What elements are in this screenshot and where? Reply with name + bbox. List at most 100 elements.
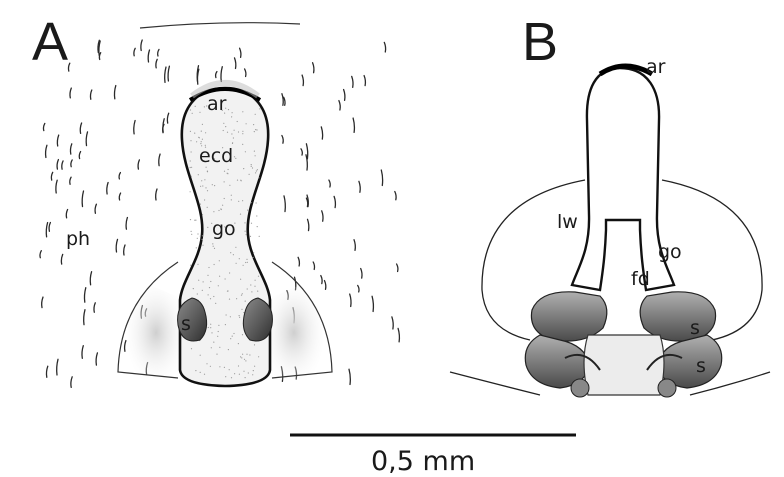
stipple-dot xyxy=(250,284,251,285)
left-base-curve xyxy=(450,372,540,395)
stipple-dot xyxy=(195,106,196,107)
stipple-dot xyxy=(197,264,198,265)
stipple-dot xyxy=(211,347,212,348)
stipple-dot xyxy=(199,112,200,113)
stipple-dot xyxy=(208,267,209,268)
seta xyxy=(51,172,52,180)
stipple-dot xyxy=(239,315,240,316)
seta xyxy=(138,160,139,169)
seta xyxy=(163,124,164,132)
seta xyxy=(40,251,41,258)
stipple-dot xyxy=(228,169,229,170)
stipple-dot xyxy=(257,169,258,170)
stipple-dot xyxy=(251,166,252,167)
seta xyxy=(71,377,72,388)
stipple-dot xyxy=(235,247,236,248)
stipple-dot xyxy=(197,238,198,239)
stipple-dot xyxy=(219,276,220,277)
stipple-dot xyxy=(191,234,192,235)
stipple-dot xyxy=(191,176,192,177)
seta xyxy=(57,160,58,170)
stipple-dot xyxy=(248,372,249,373)
seta xyxy=(306,198,307,207)
stipple-dot xyxy=(213,246,214,247)
seta xyxy=(43,123,44,130)
left-upper-spermatheca-b xyxy=(531,292,606,341)
stipple-dot xyxy=(233,333,234,334)
stipple-dot xyxy=(197,293,198,294)
stipple-dot xyxy=(214,185,215,186)
seta xyxy=(158,49,159,56)
stipple-dot xyxy=(258,276,259,277)
stipple-dot xyxy=(202,235,203,236)
stipple-dot xyxy=(224,181,225,182)
stipple-dot xyxy=(198,280,199,281)
stipple-dot xyxy=(213,342,214,343)
stipple-dot xyxy=(194,220,195,221)
stipple-dot xyxy=(213,211,214,212)
stipple-dot xyxy=(222,205,223,206)
stipple-dot xyxy=(205,132,206,133)
stipple-dot xyxy=(230,316,231,317)
seta xyxy=(372,296,373,311)
stipple-dot xyxy=(214,248,215,249)
seta xyxy=(349,369,350,384)
stipple-dot xyxy=(241,309,242,310)
stipple-dot xyxy=(191,167,192,168)
stipple-dot xyxy=(252,374,253,375)
right-lateral-shade xyxy=(265,285,323,380)
stipple-dot xyxy=(207,207,208,208)
seta xyxy=(282,94,283,106)
stipple-dot xyxy=(207,171,208,172)
stipple-dot xyxy=(238,365,239,366)
stipple-dot xyxy=(218,331,219,332)
stipple-dot xyxy=(210,281,211,282)
seta xyxy=(62,161,63,169)
stipple-dot xyxy=(245,377,246,378)
seta xyxy=(71,160,72,167)
stipple-dot xyxy=(255,155,256,156)
seta xyxy=(90,272,91,285)
seta xyxy=(126,218,127,230)
label-b-lw: lw xyxy=(557,211,578,233)
stipple-dot xyxy=(231,377,232,378)
stipple-dot xyxy=(239,258,240,259)
stipple-dot xyxy=(202,290,203,291)
stipple-dot xyxy=(212,243,213,244)
stipple-dot xyxy=(249,174,250,175)
stipple-dot xyxy=(249,354,250,355)
stipple-dot xyxy=(253,124,254,125)
seta xyxy=(156,189,157,200)
seta xyxy=(70,144,71,154)
stipple-dot xyxy=(234,373,235,374)
stipple-dot xyxy=(259,236,260,237)
stipple-dot xyxy=(204,179,205,180)
stipple-dot xyxy=(230,252,231,253)
stipple-dot xyxy=(205,187,206,188)
stipple-dot xyxy=(242,293,243,294)
seta xyxy=(322,211,323,221)
stipple-dot xyxy=(225,376,226,377)
stipple-dot xyxy=(200,236,201,237)
stipple-dot xyxy=(202,214,203,215)
stipple-dot xyxy=(256,202,257,203)
label-b-go: go xyxy=(658,241,682,263)
stipple-dot xyxy=(227,132,228,133)
stipple-dot xyxy=(247,288,248,289)
stipple-dot xyxy=(258,177,259,178)
stipple-dot xyxy=(251,223,252,224)
label-a-ecd: ecd xyxy=(199,145,233,167)
seta xyxy=(80,123,81,133)
stipple-dot xyxy=(242,111,243,112)
seta xyxy=(57,359,58,375)
seta xyxy=(94,303,95,313)
seta xyxy=(364,76,365,86)
stipple-dot xyxy=(224,198,225,199)
stipple-dot xyxy=(225,126,226,127)
stipple-dot xyxy=(255,172,256,173)
stipple-dot xyxy=(238,131,239,132)
seta xyxy=(156,59,157,68)
seta xyxy=(159,154,160,166)
stipple-dot xyxy=(259,108,260,109)
